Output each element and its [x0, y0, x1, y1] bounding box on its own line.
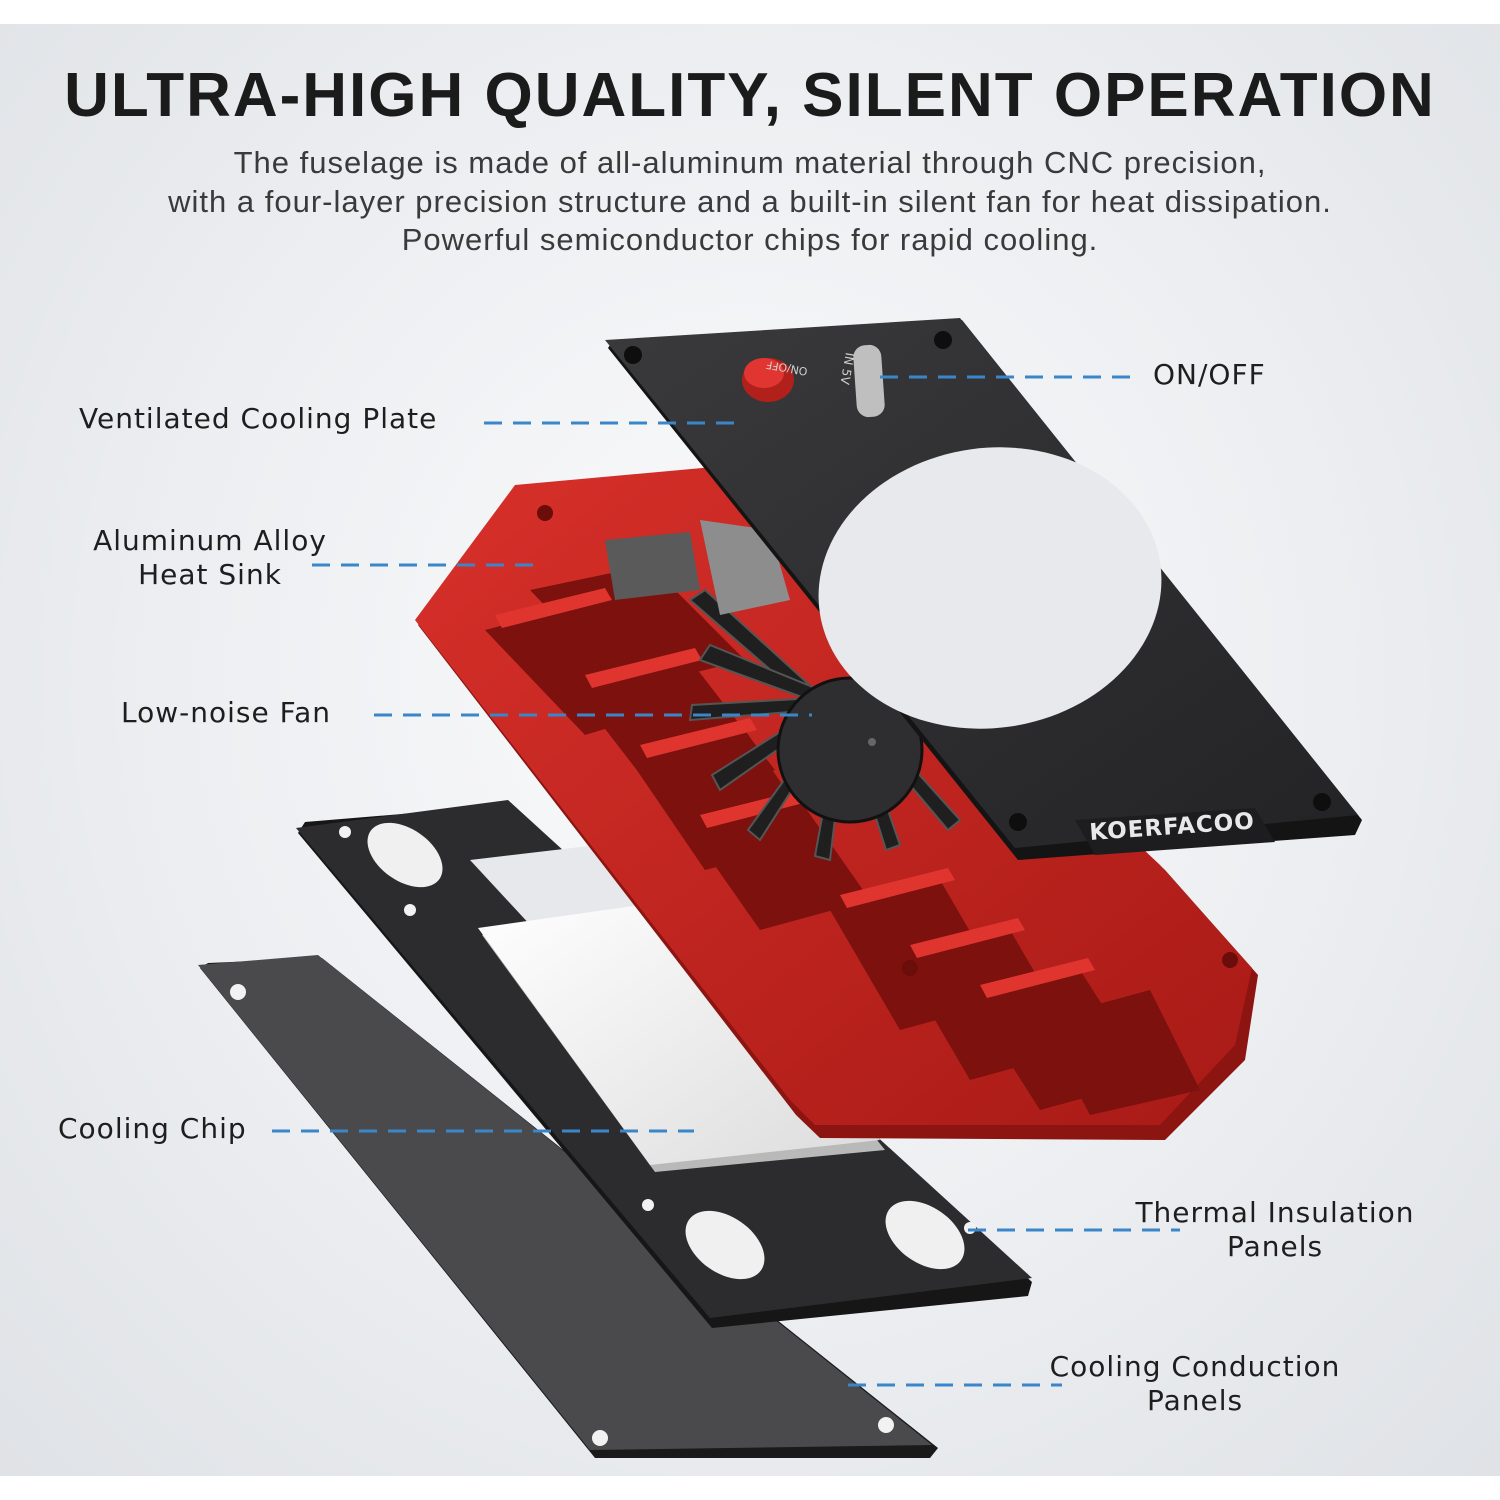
- screw-hole-icon: [642, 1199, 654, 1211]
- callout-cooling-plate: Ventilated Cooling Plate: [79, 402, 438, 435]
- callout-conduction: Cooling Conduction Panels: [1030, 1350, 1360, 1418]
- callout-insulation-line-2: Panels: [1226, 1230, 1324, 1263]
- port-label: IN 5V: [837, 351, 857, 386]
- callout-insulation: Thermal Insulation Panels: [1110, 1196, 1440, 1264]
- callout-heat-sink: Aluminum Alloy Heat Sink: [70, 524, 350, 592]
- leader-lines: [272, 375, 1180, 1387]
- callout-conduction-line-1: Cooling Conduction: [1049, 1350, 1341, 1383]
- ventilated-cooling-plate: ON/OFF IN 5V KOERFACOO: [605, 318, 1362, 860]
- cooling-conduction-panel: [198, 955, 938, 1458]
- callout-fan: Low-noise Fan: [121, 696, 332, 729]
- callout-insulation-line-1: Thermal Insulation: [1135, 1196, 1415, 1229]
- usb-port-icon: [853, 344, 885, 418]
- callout-conduction-line-2: Panels: [1146, 1384, 1244, 1417]
- callout-heat-sink-line-1: Aluminum Alloy: [93, 524, 327, 557]
- screw-hole-icon: [624, 346, 642, 364]
- subtitle-line-1: The fuselage is made of all-aluminum mat…: [233, 145, 1267, 180]
- subtitle-line-2: with a four-layer precision structure an…: [168, 183, 1332, 219]
- screw-hole-icon: [902, 960, 918, 976]
- screw-hole-icon: [1222, 952, 1238, 968]
- callout-on-off: ON/OFF: [1153, 358, 1266, 391]
- screw-hole-icon: [230, 984, 246, 1000]
- vent-opening: [818, 447, 1162, 729]
- callout-heat-sink-line-2: Heat Sink: [138, 558, 282, 591]
- screw-hole-icon: [592, 1430, 608, 1446]
- screw-hole-icon: [878, 1417, 894, 1433]
- fan-hub-icon: [776, 676, 924, 824]
- subtitle: The fuselage is made of all-aluminum mat…: [0, 144, 1500, 260]
- screw-hole-icon: [1009, 813, 1027, 831]
- screw-hole-icon: [537, 505, 553, 521]
- screw-hole-icon: [404, 904, 416, 916]
- cooling-chip: [478, 898, 885, 1172]
- subtitle-line-3: Powerful semiconductor chips for rapid c…: [401, 222, 1099, 257]
- screw-hole-icon: [934, 331, 952, 349]
- screw-hole-icon: [1313, 793, 1331, 811]
- callout-chip: Cooling Chip: [58, 1112, 247, 1145]
- page-title: ULTRA-HIGH QUALITY, SILENT OPERATION: [64, 61, 1436, 130]
- screw-hole-icon: [339, 826, 351, 838]
- screw-hole-icon: [964, 1222, 976, 1234]
